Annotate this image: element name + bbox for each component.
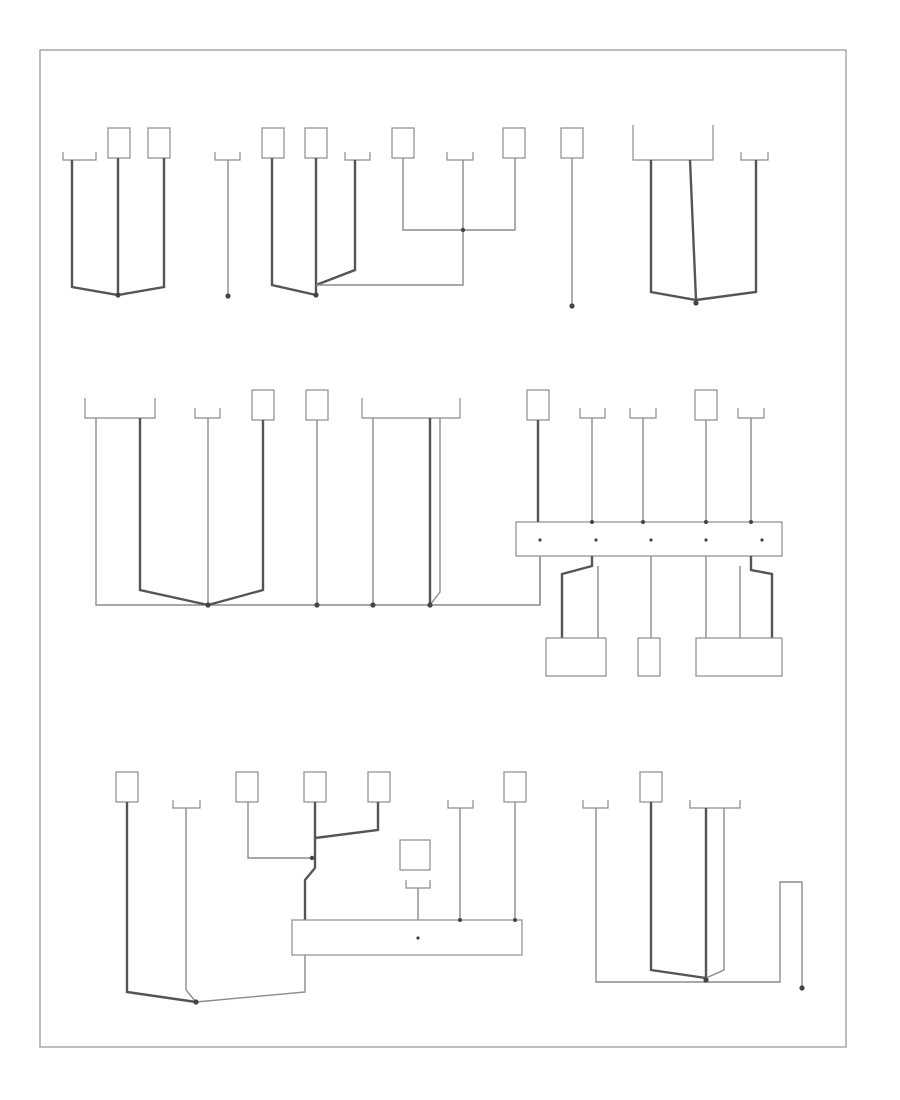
pin-dot — [760, 538, 764, 542]
connector-bracket — [405, 880, 431, 889]
wire — [247, 802, 312, 859]
connector-bracket — [172, 800, 201, 809]
component-box — [367, 771, 391, 803]
connector-bracket — [632, 125, 714, 161]
wire — [649, 802, 708, 980]
component-box — [235, 771, 259, 803]
component-box — [637, 637, 661, 677]
splice-point — [590, 520, 594, 524]
wire — [185, 808, 197, 1003]
wire — [315, 160, 357, 287]
wire — [316, 230, 464, 286]
connector-bracket — [740, 152, 769, 161]
splice-point — [115, 292, 121, 298]
splice-point — [205, 602, 211, 608]
connector-bracket — [446, 152, 474, 161]
component-box — [399, 839, 431, 871]
connector-bracket — [62, 152, 97, 161]
component-box — [115, 771, 139, 803]
connector-bracket — [361, 398, 461, 419]
wire — [125, 802, 197, 1004]
connector-bracket — [629, 408, 657, 419]
junction-connector — [291, 919, 523, 956]
wire — [649, 160, 758, 302]
wire — [314, 802, 380, 840]
wire — [138, 418, 209, 607]
component-box — [694, 389, 718, 421]
component-box — [502, 127, 526, 159]
ground-point — [569, 303, 575, 309]
junction-connector — [515, 521, 783, 557]
splice-point — [313, 292, 319, 298]
ground-point — [799, 985, 805, 991]
wire — [402, 158, 516, 231]
component-box — [526, 389, 550, 421]
component-box — [107, 127, 131, 159]
splice-point — [309, 855, 315, 861]
splice-point — [641, 520, 645, 524]
wire — [560, 556, 594, 640]
component-box — [695, 637, 783, 677]
component-box — [303, 771, 327, 803]
splice-point — [314, 602, 320, 608]
splice-point — [460, 227, 466, 233]
component-box — [251, 389, 275, 421]
component-box — [261, 127, 285, 159]
splice-point — [370, 602, 376, 608]
diagram-border — [39, 49, 847, 1048]
wire — [705, 808, 725, 979]
wire — [303, 802, 317, 920]
wire — [95, 418, 541, 606]
ground-point — [193, 999, 199, 1005]
component-box — [545, 637, 607, 677]
pin-dot — [649, 538, 653, 542]
component-box — [147, 127, 171, 159]
connector-bracket — [447, 800, 474, 809]
wire — [688, 159, 698, 301]
wire — [195, 955, 306, 1003]
ground-point — [693, 300, 699, 306]
component-box — [560, 127, 584, 159]
pin-dot — [594, 538, 598, 542]
component-box — [391, 127, 415, 159]
ground-point — [225, 293, 231, 299]
ground-point — [703, 977, 709, 983]
connector-bracket — [582, 800, 609, 809]
splice-point — [749, 520, 753, 524]
component-box — [304, 127, 328, 159]
wire — [207, 420, 265, 607]
ground-section-3 — [115, 771, 805, 1005]
connector-bracket — [344, 152, 371, 161]
connector-bracket — [579, 408, 606, 419]
connector-bracket — [194, 408, 221, 419]
wire — [749, 556, 774, 640]
connector-bracket — [737, 408, 765, 419]
pin-dot — [416, 936, 420, 940]
splice-point — [427, 602, 433, 608]
connector-bracket — [84, 398, 156, 419]
connector-bracket — [689, 800, 741, 809]
splice-point — [513, 918, 517, 922]
component-box — [639, 771, 663, 803]
splice-point — [458, 918, 462, 922]
component-box — [305, 389, 329, 421]
pin-dot — [704, 538, 708, 542]
wire — [270, 158, 317, 297]
ground-section-1 — [62, 125, 769, 309]
component-box — [503, 771, 527, 803]
ground-section-2 — [84, 389, 783, 677]
wire — [595, 808, 706, 983]
splice-point — [704, 520, 708, 524]
wire — [429, 418, 441, 606]
pin-dot — [538, 538, 542, 542]
wire — [706, 881, 803, 986]
connector-bracket — [214, 152, 241, 161]
